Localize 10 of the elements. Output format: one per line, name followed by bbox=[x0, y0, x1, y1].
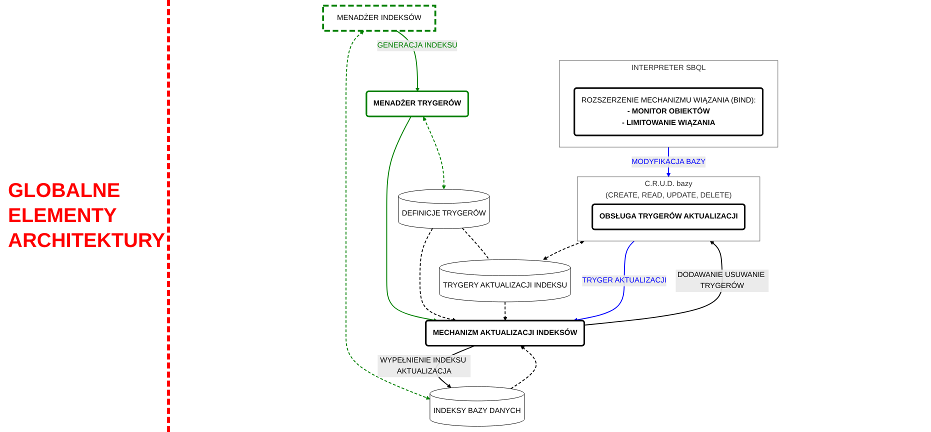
arrow bbox=[420, 228, 457, 322]
connector bbox=[462, 228, 490, 260]
arrow bbox=[503, 301, 508, 321]
arrow bbox=[423, 116, 446, 190]
section-label: GLOBALNE ELEMENTY ARCHITEKTURY bbox=[8, 178, 166, 254]
arrow bbox=[584, 240, 723, 326]
arrow bbox=[510, 346, 537, 390]
arrow bbox=[386, 116, 438, 322]
arrow bbox=[543, 240, 584, 260]
arrow bbox=[573, 240, 635, 322]
